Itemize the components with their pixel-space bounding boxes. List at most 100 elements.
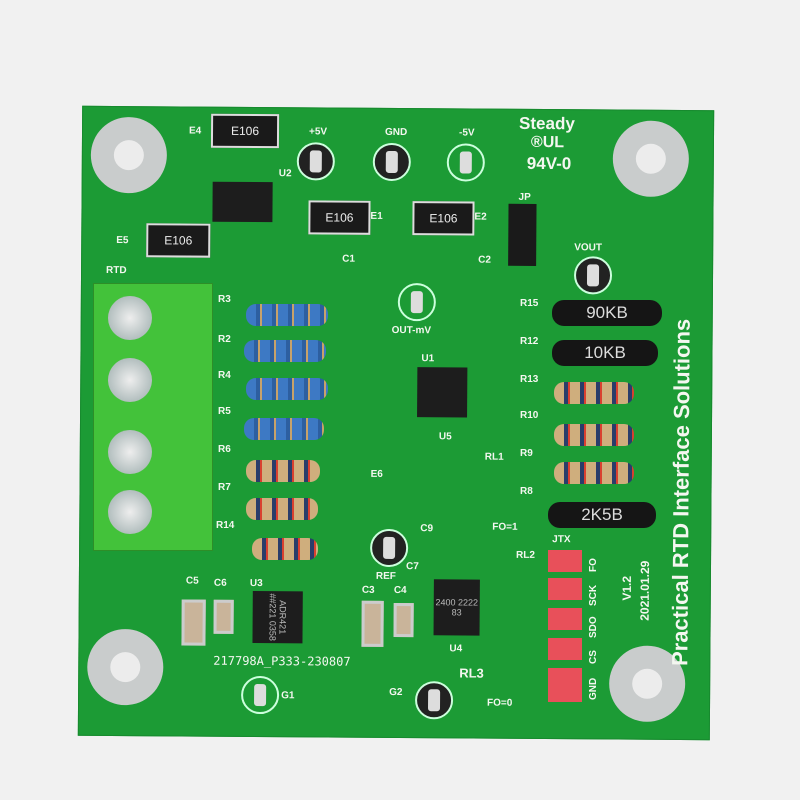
terminal-screw[interactable] [108, 358, 152, 402]
resistor-r2 [244, 340, 326, 362]
testpoint-gnd [372, 142, 411, 182]
header-pin-cs[interactable] [548, 638, 582, 660]
part-number: 217798A_P333-230807 [213, 653, 351, 669]
resistor-r5 [244, 418, 324, 440]
header-pin-sdo[interactable] [548, 608, 582, 630]
label-out-mv: OUT-mV [391, 324, 432, 337]
label-fo1: FO=1 [492, 521, 518, 533]
label-r14: R14 [216, 520, 235, 531]
pin-label-sck: SCK [588, 584, 599, 606]
capacitor-c5 [181, 599, 206, 646]
ferrite-e1: E106 [308, 200, 371, 235]
label-r13: R13 [520, 374, 539, 385]
label-c4: C4 [393, 584, 407, 597]
label-g1: G1 [281, 690, 295, 702]
testpoint-minus5v [446, 143, 485, 182]
resistor-r4 [246, 378, 328, 400]
label-r12: R12 [520, 336, 539, 347]
label-u5: U5 [438, 431, 452, 443]
label-plus5v: +5V [308, 126, 328, 138]
resistor-r12: 10KB [552, 340, 658, 366]
label-u1: U1 [421, 353, 435, 365]
testpoint-vout [573, 256, 613, 295]
ferrite-e2: E106 [412, 201, 475, 236]
label-r6: R6 [218, 444, 231, 455]
resistor-r3 [246, 304, 328, 326]
label-c1: C1 [342, 253, 355, 265]
resistor-r14 [252, 538, 318, 560]
label-e6: E6 [370, 468, 383, 480]
board-title: Practical RTD Interface Solutions [667, 318, 695, 667]
label-r7: R7 [218, 482, 231, 493]
resistor-r9 [554, 462, 634, 484]
pin-label-fo: FO [588, 558, 599, 572]
chip-u1 [417, 367, 468, 418]
label-r10: R10 [520, 410, 539, 421]
resistor-r7 [246, 498, 318, 520]
jumper-jp[interactable] [508, 203, 537, 266]
label-jp: JP [518, 191, 531, 203]
label-jtx: JTX [552, 534, 571, 546]
ul-mark: ®UL [530, 133, 565, 152]
header-pin-gnd[interactable] [548, 668, 582, 702]
label-c5: C5 [185, 575, 199, 587]
rtd-terminal-block [93, 283, 213, 551]
capacitor-c3 [361, 600, 384, 647]
marking: E106 [325, 210, 354, 225]
marking: E106 [230, 123, 260, 139]
label-e2: E2 [474, 211, 487, 223]
label-rl1: RL1 [484, 451, 504, 463]
label-r4: R4 [218, 370, 231, 381]
label-u4: U4 [449, 643, 463, 655]
marking: E106 [164, 233, 193, 248]
label-u3: U3 [249, 577, 263, 590]
capacitor-c4 [393, 602, 414, 638]
testpoint-out-mv [397, 283, 436, 322]
label-gnd: GND [384, 126, 408, 139]
marking: 90KB [586, 303, 628, 322]
label-c6: C6 [213, 577, 227, 589]
terminal-screw[interactable] [108, 430, 152, 474]
pin-label-sdo: SDO [588, 616, 599, 638]
label-c7: C7 [405, 561, 419, 573]
resistor-r6 [246, 460, 320, 482]
pin-label-cs: CS [588, 650, 599, 664]
capacitor-c6 [213, 599, 234, 634]
brand-name: Steady [519, 113, 575, 134]
header-pin-fo[interactable] [548, 550, 582, 572]
marking: E106 [429, 211, 458, 226]
testpoint-g2 [414, 681, 454, 720]
ferrite-e4: E106 [210, 113, 280, 149]
label-rl3: RL3 [459, 665, 484, 681]
mounting-hole [87, 628, 164, 706]
marking: 10KB [584, 343, 626, 362]
label-c9: C9 [420, 523, 434, 535]
header-pin-sck[interactable] [548, 578, 582, 600]
label-r8: R8 [520, 486, 533, 497]
pin-label-gnd: GND [588, 677, 599, 700]
label-ref: REF [375, 570, 396, 583]
chip-u4: 2400 2222 83 [433, 579, 480, 636]
label-e4: E4 [188, 125, 202, 137]
resistor-r13 [554, 382, 634, 404]
label-r3: R3 [218, 294, 231, 305]
label-g2: G2 [389, 686, 403, 699]
version: V1.2 [619, 575, 634, 601]
testpoint-plus5v [296, 142, 335, 181]
chip-u3: ADR421 ##221 0358 [252, 591, 303, 644]
terminal-screw[interactable] [108, 296, 152, 340]
terminal-screw[interactable] [108, 490, 152, 534]
resistor-r10 [554, 424, 634, 446]
ferrite-e5: E106 [146, 223, 211, 258]
mounting-hole [612, 120, 690, 198]
mounting-hole [90, 116, 168, 194]
label-fo0: FO=0 [487, 697, 513, 709]
resistor-r8: 2K5B [548, 502, 656, 528]
testpoint-g1 [240, 675, 280, 715]
label-c3: C3 [361, 584, 375, 596]
label-c2: C2 [478, 254, 491, 266]
label-vout: VOUT [574, 242, 603, 254]
testpoint-ref [369, 528, 409, 568]
label-u2: U2 [278, 168, 292, 180]
label-r9: R9 [520, 448, 533, 459]
